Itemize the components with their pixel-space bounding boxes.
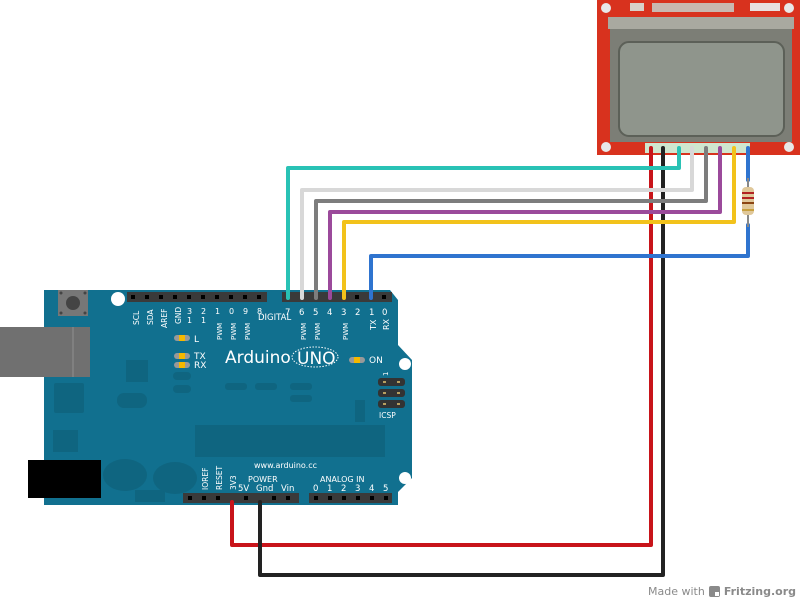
arduino-board: L TX RX ON Arduino UNO DIGITAL www.ardui… — [0, 290, 412, 505]
analog-pin-numbers: 0 1 2 3 4 5 — [313, 484, 388, 494]
icsp-label: ICSP — [379, 411, 396, 420]
fritzing-logo-icon — [708, 586, 720, 597]
analog-label: ANALOG IN — [320, 475, 365, 484]
svg-text:5: 5 — [383, 484, 388, 494]
top-left-pin-numbers: 31 21 1 0 9 8 — [187, 307, 262, 325]
mount-hole — [399, 472, 411, 484]
board-name: Arduino — [225, 348, 291, 368]
svg-text:PWM: PWM — [244, 323, 252, 340]
fritzing-link[interactable]: Fritzing.org — [723, 585, 796, 598]
led-label-rx: RX — [194, 361, 206, 371]
svg-text:0: 0 — [382, 308, 387, 318]
wire-gnd-black — [258, 146, 665, 577]
svg-text:3V3: 3V3 — [229, 475, 238, 490]
svg-text:RESET: RESET — [215, 466, 224, 490]
svg-text:0: 0 — [313, 484, 318, 494]
svg-text:PWM: PWM — [342, 323, 350, 340]
on-label: ON — [369, 356, 383, 366]
digital-pin-numbers: 7 6 5 4 3 2 1 0 — [285, 308, 387, 318]
lcd-screen — [618, 41, 785, 137]
mount-hole — [111, 292, 125, 306]
svg-text:8: 8 — [257, 307, 262, 316]
leds — [174, 335, 365, 368]
svg-text:5: 5 — [313, 308, 318, 318]
uno-badge — [291, 346, 339, 368]
board-model: UNO — [297, 349, 336, 369]
svg-text:Gnd: Gnd — [256, 484, 273, 494]
top-left-pin-labels: SCL SDA AREF GND — [132, 307, 183, 328]
lcd-module — [597, 0, 800, 155]
svg-text:PWM: PWM — [300, 323, 308, 340]
header-pins — [131, 295, 261, 299]
svg-text:RX: RX — [382, 318, 391, 330]
svg-text:PWM: PWM — [216, 323, 224, 340]
svg-text:4: 4 — [327, 308, 332, 318]
svg-text:2: 2 — [355, 308, 360, 318]
tx-rx-labels: TX RX — [369, 318, 391, 331]
header-top-right — [282, 292, 392, 302]
svg-text:2: 2 — [341, 484, 346, 494]
lcd-pin-header — [645, 143, 750, 153]
wire-d6-white — [300, 146, 694, 300]
svg-text:SCL: SCL — [132, 310, 141, 325]
svg-text:GND: GND — [174, 307, 183, 324]
wire-d7-teal — [286, 146, 681, 300]
svg-text:TX: TX — [369, 319, 378, 331]
svg-text:0: 0 — [229, 307, 234, 316]
svg-text:1: 1 — [369, 308, 374, 318]
icsp-pin1-label: 1 — [382, 372, 390, 376]
wire-d5-gray — [314, 146, 708, 300]
svg-text:9: 9 — [243, 307, 248, 316]
header-power — [183, 493, 299, 503]
svg-text:1: 1 — [187, 316, 192, 325]
header-analog — [309, 493, 392, 503]
power-label: POWER — [248, 475, 278, 484]
wire-d4-purple — [328, 146, 722, 300]
svg-text:IOREF: IOREF — [201, 468, 210, 490]
svg-text:4: 4 — [369, 484, 374, 494]
svg-text:Vin: Vin — [281, 484, 294, 494]
mount-hole — [399, 358, 411, 370]
svg-text:6: 6 — [299, 308, 304, 318]
header-top-left — [127, 292, 267, 302]
svg-text:AREF: AREF — [160, 309, 169, 328]
svg-text:1: 1 — [327, 484, 332, 494]
pwm-labels: PWM PWM PWM PWM PWM PWM — [216, 323, 350, 340]
svg-text:2: 2 — [201, 307, 206, 316]
wire-d1-blue — [369, 223, 750, 300]
svg-text:SDA: SDA — [146, 309, 155, 325]
svg-text:3: 3 — [187, 307, 192, 316]
wires — [230, 146, 750, 577]
svg-text:7: 7 — [285, 308, 290, 318]
svg-text:5V: 5V — [238, 484, 249, 494]
svg-text:1: 1 — [201, 316, 206, 325]
svg-text:PWM: PWM — [314, 323, 322, 340]
led-label-tx: TX — [193, 352, 206, 362]
icsp-header — [378, 378, 405, 408]
power-pin-labels: IOREF RESET 3V3 5V Gnd Vin — [201, 466, 294, 494]
svg-text:1: 1 — [215, 307, 220, 316]
led-label-l: L — [194, 335, 199, 345]
fritzing-credit: Made with Fritzing.org — [648, 585, 796, 598]
wire-d3-yellow — [342, 146, 736, 300]
svg-text:3: 3 — [341, 308, 346, 318]
website-label: www.arduino.cc — [254, 461, 317, 470]
wire-vcc-red — [230, 146, 653, 547]
svg-text:3: 3 — [355, 484, 360, 494]
svg-text:PWM: PWM — [230, 323, 238, 340]
made-with-text: Made with — [647, 585, 705, 598]
board-decor — [53, 360, 385, 502]
usb-connector — [0, 327, 90, 377]
digital-label: DIGITAL — [258, 313, 291, 323]
resistor — [742, 178, 754, 227]
power-jack — [28, 460, 101, 498]
